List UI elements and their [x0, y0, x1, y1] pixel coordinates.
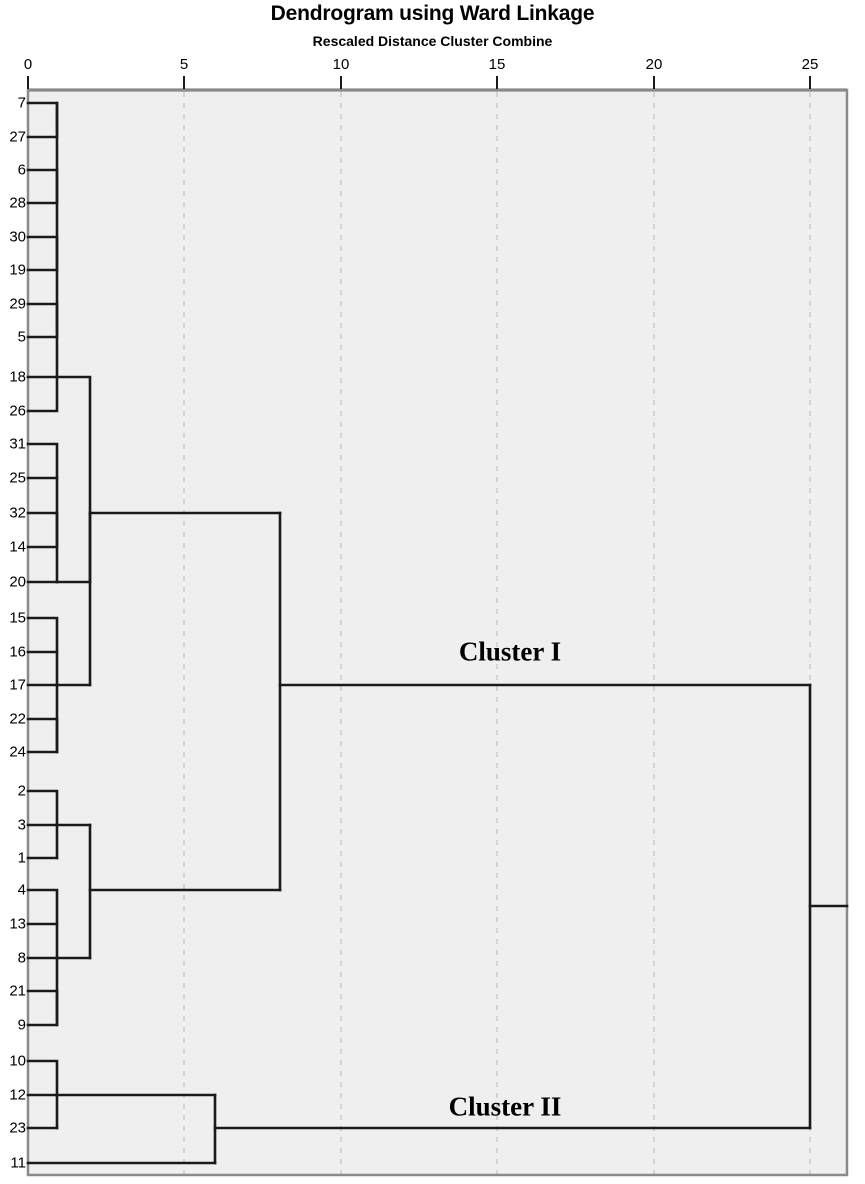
cluster-two-label: Cluster II [448, 1091, 562, 1122]
plot-background [28, 90, 847, 1175]
cluster-one-label: Cluster I [458, 636, 562, 667]
chart-subtitle: Rescaled Distance Cluster Combine [312, 33, 553, 49]
dendrogram-links [26, 101, 849, 1165]
plot-frame [26, 88, 849, 1177]
chart-title: Dendrogram using Ward Linkage [270, 2, 595, 25]
